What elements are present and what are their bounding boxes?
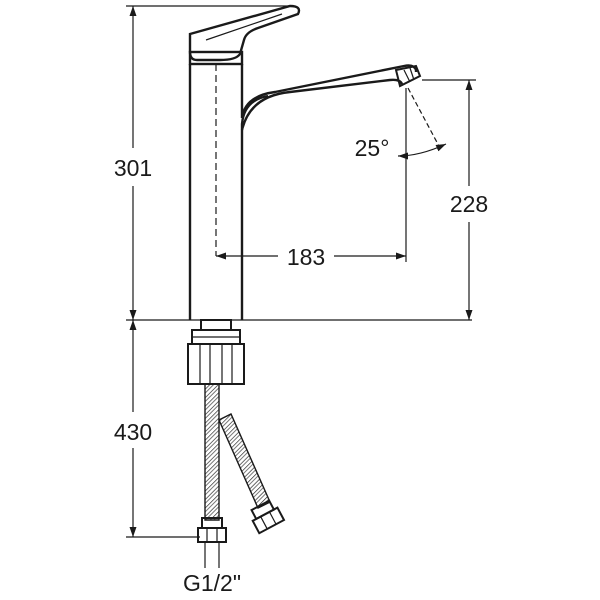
faucet-body [188,4,422,320]
total-height-label: 301 [114,155,152,181]
supply-hoses [197,383,286,543]
dimension-total-height: 301 [114,5,290,320]
hose-fitting-left [197,517,227,543]
connection-thread-label: G1/2" [183,570,241,596]
dimension-spout-height: 228 [422,79,488,320]
spout-reach-label: 183 [287,244,325,270]
hose-fitting-right [250,499,286,535]
hose-right [218,413,271,509]
hose-left [204,383,220,521]
mounting-shank [187,319,245,385]
dimension-hose-length: 430 [114,320,200,538]
dimension-connection-thread: G1/2" [183,542,241,596]
spout [240,94,269,320]
hose-length-label: 430 [114,419,152,445]
mounting-nut [187,343,245,385]
dimension-spout-reach: 183 [216,88,407,270]
aerator [394,64,422,88]
spout-angle-label: 25° [355,135,390,161]
dimension-spout-angle: 25° [355,87,447,161]
body-column [188,64,418,320]
lever-handle [188,4,301,62]
spout-height-label: 228 [450,191,488,217]
